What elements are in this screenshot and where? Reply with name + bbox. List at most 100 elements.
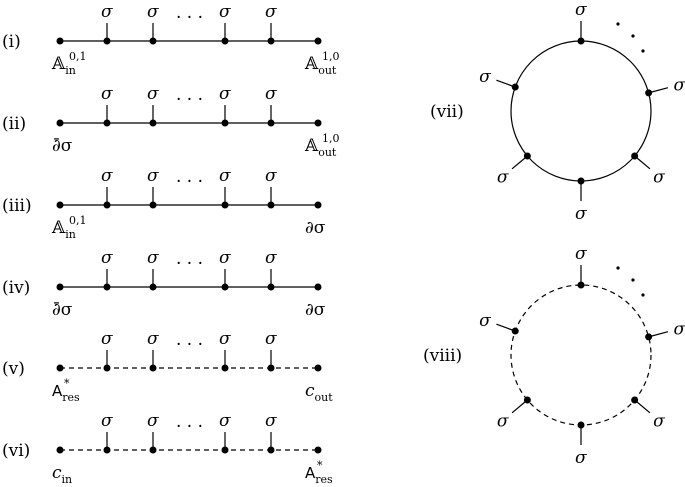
endpoint-dot-left [56,37,64,45]
endpoint-dot-right [314,37,322,45]
right-endpoint-label: ∂σ [305,300,326,320]
sigma-label: σ [219,411,231,431]
continuation-dot [641,49,645,53]
right-endpoint-label-symbol: A [305,464,316,482]
left-endpoint-label-symbol: 𝔸 [51,218,66,238]
vertex-dot [523,152,531,160]
vertex-dot [103,37,111,45]
sigma-label: σ [147,84,159,104]
vertex-dot [103,201,111,209]
sigma-label: σ [101,166,113,186]
ellipsis: · · · [176,254,203,274]
sigma-label: σ [219,248,231,268]
vertex-dot [645,333,653,341]
left-endpoint-label: ∂̄σ [52,136,73,156]
left-endpoint-label-symbol: 𝔸 [51,54,66,74]
ellipsis: · · · [176,417,203,437]
endpoint-dot-left [56,364,64,372]
vertex-dot [221,446,229,454]
left-endpoint-label-subscript: in [62,473,73,486]
vertex-dot [221,283,229,291]
endpoint-dot-right [314,119,322,127]
sigma-label: σ [479,311,491,331]
vertex-dot [267,364,275,372]
vertex-dot [103,119,111,127]
loop-circle [510,40,652,182]
endpoint-dot-left [56,201,64,209]
left-endpoint-label-subscript: res [62,391,80,404]
continuation-dot [631,34,635,38]
vertex-dot [267,283,275,291]
left-endpoint-label: cin [52,463,72,486]
ellipsis: · · · [176,8,203,28]
sigma-label: σ [265,84,277,104]
vertex-dot [631,152,639,160]
sigma-label: σ [147,411,159,431]
vertex-dot [221,201,229,209]
sigma-label: σ [265,329,277,349]
sigma-label: σ [219,166,231,186]
sigma-label: σ [147,329,159,349]
vertex-dot [267,201,275,209]
right-endpoint-label: 𝔸out [304,136,337,159]
sigma-label: σ [497,412,509,432]
vertex-dot [511,327,519,335]
endpoint-dot-left [56,283,64,291]
left-endpoint-label-symbol: A [52,382,63,400]
endpoint-dot-left [56,119,64,127]
vertex-dot [149,283,157,291]
right-endpoint-label-symbol: 𝔸 [304,136,319,156]
sigma-label: σ [265,166,277,186]
vertex-dot [221,119,229,127]
circle-label: (viii) [423,346,462,366]
sigma-label: σ [497,168,509,188]
left-endpoint-label-superscript: 0,1 [69,50,87,63]
vertex-dot [149,201,157,209]
sigma-label: σ [265,248,277,268]
right-endpoint-label-subscript: out [315,391,334,404]
continuation-dot [641,293,645,297]
left-endpoint-label-symbol: ∂̄σ [52,136,73,156]
sigma-label: σ [653,168,665,188]
right-endpoint-label: ∂σ [305,218,326,238]
continuation-dot [616,266,620,270]
right-endpoint-label-superscript: 1,0 [322,132,340,145]
right-endpoint-label: Ares [305,464,333,486]
sigma-label: σ [575,204,587,224]
left-endpoint-label: 𝔸in [51,54,76,77]
row-label: (i) [2,32,21,52]
vertex-dot [645,89,653,97]
right-endpoint-label-subscript: out [318,64,337,77]
sigma-label: σ [101,248,113,268]
row-label: (vi) [2,441,30,461]
vertex-dot [267,119,275,127]
sigma-label: σ [101,84,113,104]
continuation-dot [616,22,620,26]
right-endpoint-label: 𝔸out [304,54,337,77]
right-endpoint-label-symbol: 𝔸 [304,54,319,74]
vertex-dot [631,396,639,404]
sigma-label: σ [479,67,491,87]
endpoint-dot-right [314,446,322,454]
endpoint-dot-right [314,364,322,372]
left-endpoint-label: Ares [52,382,80,404]
right-endpoint-label-symbol: ∂σ [305,218,326,238]
vertex-dot [577,37,585,45]
sigma-label: σ [674,320,685,340]
right-endpoint-label-symbol: c [305,381,315,401]
sigma-label: σ [265,411,277,431]
left-endpoint-label-superscript: * [64,377,70,390]
sigma-label: σ [653,412,665,432]
sigma-label: σ [575,448,587,468]
vertex-dot [103,364,111,372]
left-endpoint-label: 𝔸in [51,218,76,241]
sigma-label: σ [219,329,231,349]
ellipsis: · · · [176,172,203,192]
